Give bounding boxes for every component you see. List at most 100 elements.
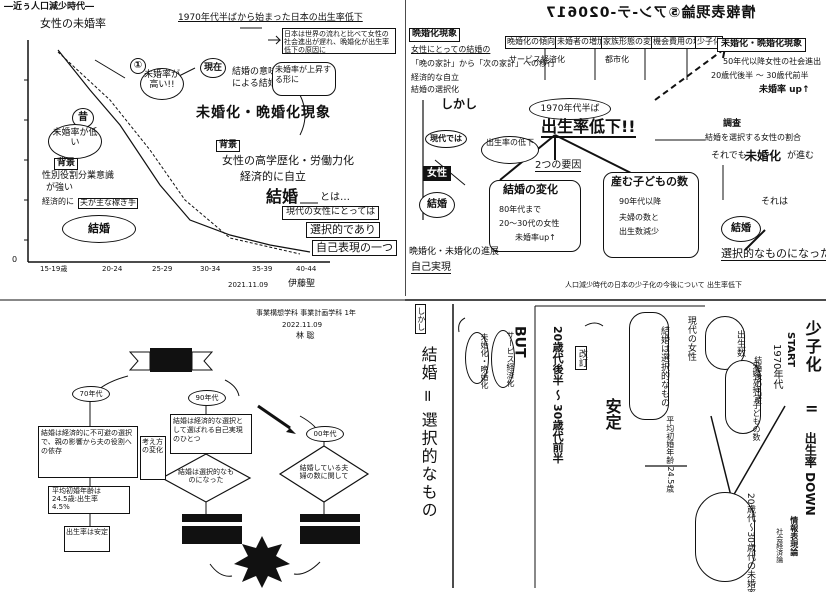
q4-dance: 社会経済論: [775, 528, 784, 563]
q2-gendai: 現代では: [425, 130, 467, 148]
q1-footer-date: 2021.11.09: [228, 281, 269, 289]
q1-now-text1: 結婚の意味: [232, 67, 278, 77]
q4-stable: 安定: [602, 398, 622, 430]
q1-marker-num: ①: [130, 58, 146, 74]
q1-top-note: 1970年代半ばから始まった日本の出生率低下: [178, 13, 363, 23]
q1-marriage-tag: 結婚: [62, 215, 136, 243]
q3-stat1: 平均初婚年齢は: [52, 487, 101, 495]
q3-sub-00: 結婚している夫婦の数に関して: [299, 464, 349, 481]
q3-header3: 林 聡: [296, 331, 315, 340]
q1-x-tick-2: 25-29: [152, 265, 173, 273]
q4-oval1: 未婚化・晩婚化: [465, 332, 489, 389]
q2-left-item-1: 経済的な自立: [411, 73, 459, 82]
q1-marriage-head: 結婚: [266, 187, 299, 206]
q1-now-sub: 未婚率が上昇する形に: [272, 62, 336, 96]
q2-josei: 女性: [423, 166, 451, 181]
panel-bottom-left: 事業構想学科 事業計画学科 1年 2022.11.09 林 聡 70年代 90年…: [0, 296, 405, 592]
q2-key-sub-1: 都市化: [605, 55, 629, 64]
q2-bubble-small: 出生率の低下: [481, 136, 539, 164]
q4-title-v: 少子化: [802, 320, 822, 374]
q2-factor1-line-1: 20〜30代の女性: [499, 219, 560, 228]
q4-author: 情報表現論: [789, 516, 799, 556]
q2-right-mid2: 結婚を選択する女性の割合: [705, 133, 801, 142]
q1-mean2: 選択的であり: [306, 222, 380, 239]
q4-right-col2: 結婚後の出産: [753, 356, 763, 404]
q2-conclusion-b: 結婚: [721, 216, 761, 242]
q1-x-tick-1: 20-24: [102, 265, 123, 273]
q2-factor2-line-0: 90年代以降: [619, 197, 662, 206]
q4-col-20: 20歳代後半 〜 30歳代前半: [551, 326, 565, 464]
q1-old-bg4: 夫が主な稼ぎ手: [78, 198, 138, 209]
q3-drawing: [0, 299, 405, 588]
q3-sub-90: 結婚は選択的なものになった: [178, 468, 234, 485]
q1-old-bg1: 性別役割分業意識: [42, 171, 115, 181]
q4-kaitei: 改訂: [575, 346, 587, 370]
q2-factor2-title: 産む子どもの数: [611, 175, 688, 188]
q2-left-tag: 晩婚化現象: [409, 28, 461, 42]
q2-conclusion: 選択的なものになったから!!: [721, 247, 826, 262]
q1-x-tick-4: 35-39: [252, 265, 273, 273]
q1-x-tick-3: 30-34: [200, 265, 221, 273]
panel-top-right: 情報表現論⑤アン-テ-020617 晩婚化現象 女性にとっての結婚の 「晩の家計…: [405, 0, 826, 296]
q1-x-tick-5: 40-44: [296, 265, 317, 273]
q3-desc-70: 結婚は経済的に不可避の選択で、親の影響から夫の役割への依存: [38, 426, 138, 478]
q2-right-mid4: 未婚化: [745, 149, 782, 163]
q1-mean1: 現代の女性にとっては: [282, 206, 380, 220]
q2-footer: 人口減少時代の日本の少子化の今後について 出生率低下: [565, 281, 743, 289]
q4-start: START: [785, 332, 796, 368]
q1-trend: 未婚化・晩婚化現象: [196, 105, 331, 121]
q1-now-text2: による結婚: [232, 79, 277, 89]
q2-big: 出生率低下!!: [541, 117, 636, 138]
q1-mean3: 自己表現の一つ: [312, 240, 397, 257]
q2-factor1-box: [489, 180, 581, 252]
q2-key-sub-0: サービス経済化: [509, 55, 565, 64]
q2-factor2-box: [603, 172, 699, 258]
q3-desc-90: 結婚は経済的な選択として選ばれる自己実現のひとつ: [170, 414, 252, 454]
panel-bottom-right: 少子化 START 1970年代 = 出生率 DOWN 結婚 = 選択的なもの …: [405, 296, 826, 592]
q1-header: ―近ぅ人口減少時代―: [4, 2, 95, 12]
q2-factor2-line-2: 出生数減少: [619, 227, 659, 236]
q2-right-box: 未婚化・晩婚化現象: [717, 38, 807, 52]
q1-now-circle: 現在: [200, 58, 226, 78]
q2-two-factors: 2つの要因: [535, 160, 582, 172]
q2-shikashi: しかし: [441, 97, 478, 111]
q1-bg2: 経済的に自立: [240, 170, 306, 183]
q2-key-1: 未婚者の増加: [555, 36, 607, 49]
q2-factor1-line-0: 80年代まで: [499, 205, 542, 214]
q1-old-bg2: が強い: [46, 183, 74, 193]
q1-bubble-high: 未婚率が高い!!: [140, 68, 184, 100]
q1-title: 女性の未婚率: [40, 17, 106, 30]
q1-marriage-to: とは…: [320, 192, 350, 203]
q3-header1: 事業構想学科 事業計画学科 1年: [256, 309, 356, 317]
q4-leftmost: 結婚 = 選択的なもの: [418, 346, 438, 520]
q2-key-0: 晩婚化の傾向: [505, 36, 557, 49]
q2-factor1-line-2: 未婚率up↑: [515, 233, 556, 242]
q3-box-90: 90年代: [188, 390, 226, 406]
q1-x-tick-0: 15-19歳: [40, 265, 68, 273]
q4-eq: =: [805, 399, 819, 418]
q4-right-col1: 現代の女性: [685, 316, 696, 361]
q2-year-oval: 1970年代半ば: [529, 98, 611, 120]
q2-right-note1: 50年代以降女性の社会進出: [723, 57, 822, 66]
q2-right-note2: 20歳代後半 〜 30歳代前半: [711, 71, 809, 80]
q4-oval2: サービス経済化: [491, 330, 515, 388]
q2-left-item-0: 「晩の家計」から「次の家計」への移行: [411, 59, 555, 68]
q3-stat-box: [48, 486, 130, 514]
q2-self-express: 自己実現: [411, 262, 451, 274]
q2-left-item-2: 結婚の選択化: [411, 85, 459, 94]
q4-down: 出生率 DOWN: [803, 432, 818, 516]
q2-title: 情報表現論⑤アン-テ-020617: [545, 5, 756, 21]
q2-right-note3: 未婚率 up↑: [759, 85, 810, 95]
q3-side-label: 考え方の変化: [140, 436, 166, 480]
q4-year: 1970年代: [771, 344, 782, 390]
q4-but: BUT: [511, 326, 528, 358]
q1-old-rate: 未婚率が低い: [48, 124, 102, 159]
q2-factor1-title: 結婚の変化: [503, 183, 558, 196]
q2-right-mid1: 調査: [723, 119, 742, 129]
q1-bg-label: 背景: [216, 140, 241, 152]
q3-result-70: 出生率は安定: [64, 526, 110, 552]
q3-header2: 2022.11.09: [282, 321, 323, 329]
q1-old-bg-label: 背景: [54, 158, 79, 170]
q2-right-mid5: が進む: [787, 151, 815, 161]
q2-self-note: 晩婚化・未婚化の進展: [409, 247, 500, 257]
